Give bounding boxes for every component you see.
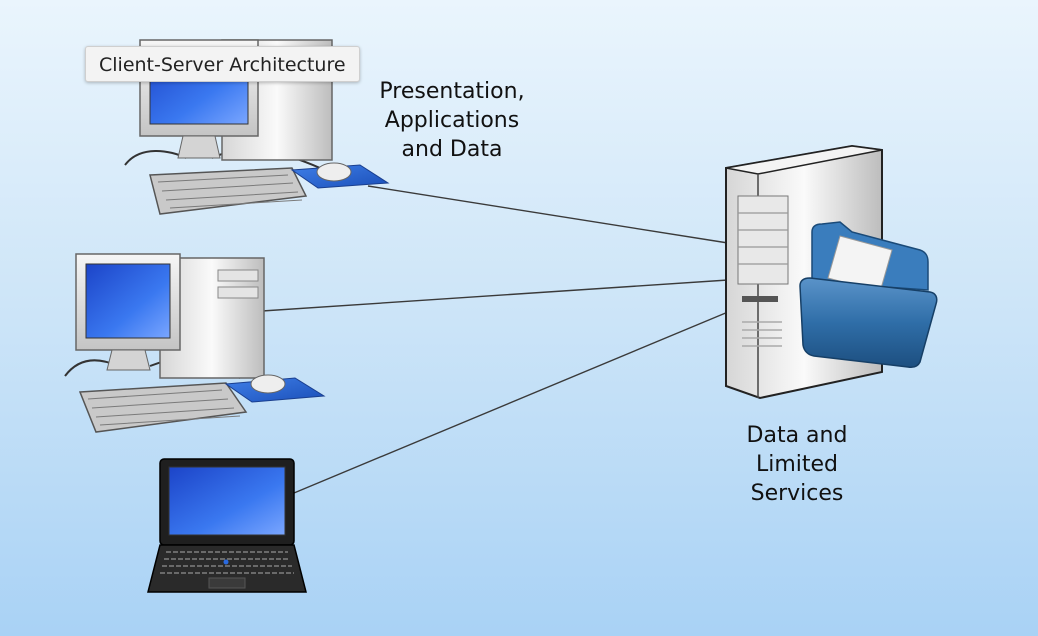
server-label-line: Services (750, 481, 844, 506)
server-label-line: Data and (746, 423, 848, 448)
connector-lines (261, 185, 729, 494)
server-label-line: Limited (755, 452, 839, 477)
client-label-line: and Data (401, 137, 503, 162)
client-label-line: Applications (384, 108, 520, 133)
connector-laptop-to-server (293, 311, 729, 494)
client-label-line: Presentation, (379, 79, 525, 104)
laptop-icon (147, 458, 307, 593)
folder-icon (799, 221, 938, 368)
server-tier-label: Data and Limited Services (697, 421, 897, 508)
connector-desktop-1-to-server (367, 185, 729, 244)
client-tier-label: Presentation, Applications and Data (352, 77, 552, 164)
desktop-computer-icon (64, 253, 326, 433)
connector-desktop-2-to-server (261, 279, 729, 312)
diagram-title-tooltip: Client-Server Architecture (85, 46, 360, 82)
